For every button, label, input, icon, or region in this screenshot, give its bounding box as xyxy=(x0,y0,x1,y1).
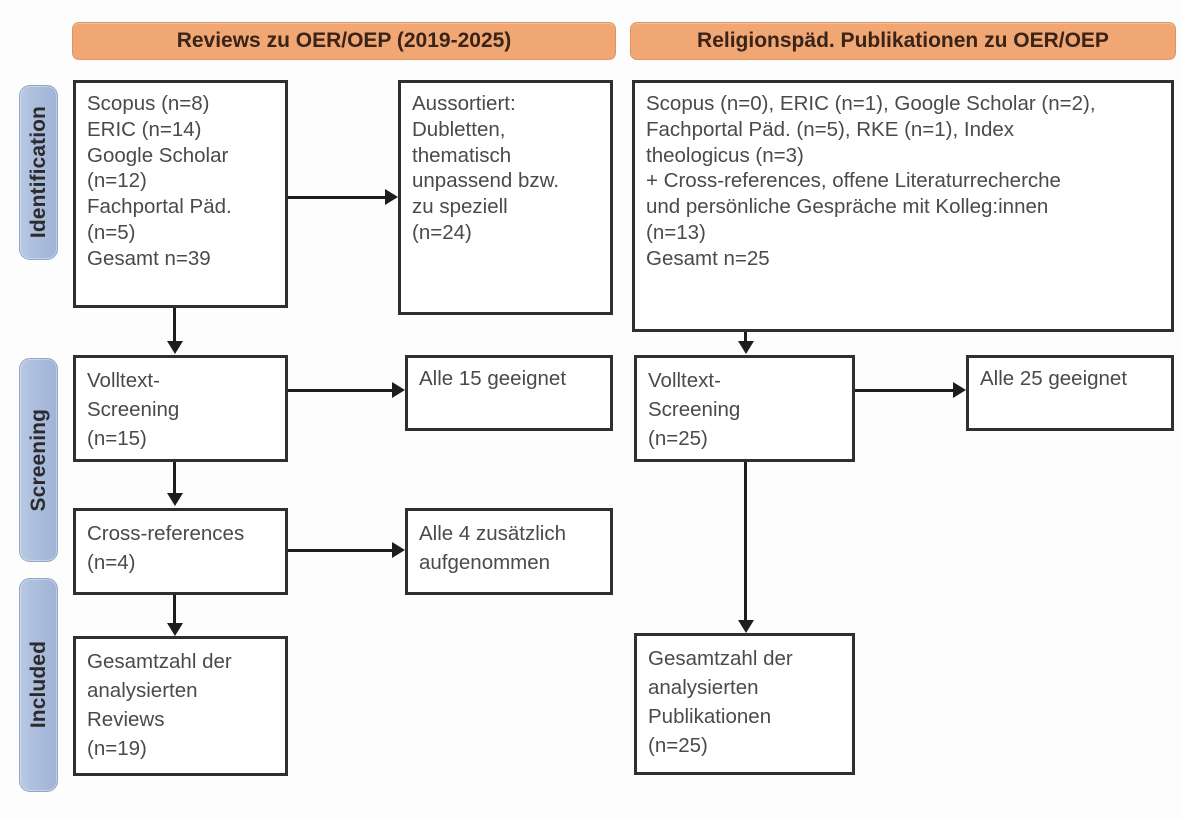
connector-left-sources-to-excluded xyxy=(288,196,385,199)
box-left-all-suitable-text: Alle 15 geeignet xyxy=(419,367,567,390)
box-right-all-suitable-text: Alle 25 geeignet xyxy=(980,367,1128,390)
box-right-all-suitable: Alle 25 geeignet xyxy=(966,355,1174,431)
arrowhead-left-crossrefs-to-included xyxy=(167,623,183,636)
box-left-excluded: Aussortiert: Dubletten, thematisch unpas… xyxy=(398,80,613,315)
box-left-cross-references-text: Cross-references (n=4) xyxy=(87,522,245,575)
box-left-fulltext-screening-text: Volltext- Screening (n=15) xyxy=(87,369,180,451)
phase-pill-identification: Identification xyxy=(19,85,58,260)
box-left-included-total: Gesamtzahl der analysierten Reviews (n=1… xyxy=(73,636,288,776)
box-left-identification-sources: Scopus (n=8) ERIC (n=14) Google Scholar … xyxy=(73,80,288,308)
column-header-religionspaed-label: Religionspäd. Publikationen zu OER/OEP xyxy=(697,29,1109,52)
connector-right-screening-to-suitable xyxy=(855,389,953,392)
phase-pill-included: Included xyxy=(19,578,58,792)
box-left-included-total-text: Gesamtzahl der analysierten Reviews (n=1… xyxy=(87,650,232,761)
arrowhead-left-sources-to-excluded xyxy=(385,189,398,205)
box-left-all-added-text: Alle 4 zusätzlich aufgenommen xyxy=(419,522,566,575)
arrowhead-left-screening-to-suitable xyxy=(392,382,405,398)
arrowhead-right-screening-to-included xyxy=(738,620,754,633)
box-right-identification-sources: Scopus (n=0), ERIC (n=1), Google Scholar… xyxy=(632,80,1174,332)
box-left-all-suitable: Alle 15 geeignet xyxy=(405,355,613,431)
connector-left-screening-to-suitable xyxy=(288,389,392,392)
phase-label-identification: Identification xyxy=(26,106,50,239)
box-right-included-total-text: Gesamtzahl der analysierten Publikatione… xyxy=(648,647,793,758)
box-left-all-added: Alle 4 zusätzlich aufgenommen xyxy=(405,508,613,595)
box-right-identification-sources-text: Scopus (n=0), ERIC (n=1), Google Scholar… xyxy=(646,92,1096,270)
connector-right-screening-to-included xyxy=(744,462,747,622)
box-right-included-total: Gesamtzahl der analysierten Publikatione… xyxy=(634,633,855,775)
column-header-religionspaed: Religionspäd. Publikationen zu OER/OEP xyxy=(630,22,1176,60)
arrowhead-left-screening-to-crossrefs xyxy=(167,493,183,506)
connector-right-sources-to-screening xyxy=(744,332,747,343)
phase-pill-screening: Screening xyxy=(19,358,58,562)
box-left-cross-references: Cross-references (n=4) xyxy=(73,508,288,595)
connector-left-sources-to-screening xyxy=(173,308,176,343)
box-left-excluded-text: Aussortiert: Dubletten, thematisch unpas… xyxy=(412,92,560,245)
arrowhead-left-sources-to-screening xyxy=(167,341,183,354)
connector-left-crossrefs-to-included xyxy=(173,595,176,625)
box-left-fulltext-screening: Volltext- Screening (n=15) xyxy=(73,355,288,462)
arrowhead-right-sources-to-screening xyxy=(738,341,754,354)
box-right-fulltext-screening-text: Volltext- Screening (n=25) xyxy=(648,369,741,451)
box-right-fulltext-screening: Volltext- Screening (n=25) xyxy=(634,355,855,462)
arrowhead-left-crossrefs-to-added xyxy=(392,542,405,558)
column-header-reviews-label: Reviews zu OER/OEP (2019-2025) xyxy=(176,29,512,52)
column-header-reviews: Reviews zu OER/OEP (2019-2025) xyxy=(72,22,616,60)
box-left-identification-sources-text: Scopus (n=8) ERIC (n=14) Google Scholar … xyxy=(87,92,232,270)
phase-label-included: Included xyxy=(26,641,50,729)
phase-label-screening: Screening xyxy=(26,408,50,512)
connector-left-crossrefs-to-added xyxy=(288,549,392,552)
connector-left-screening-to-crossrefs xyxy=(173,462,176,495)
arrowhead-right-screening-to-suitable xyxy=(953,382,966,398)
